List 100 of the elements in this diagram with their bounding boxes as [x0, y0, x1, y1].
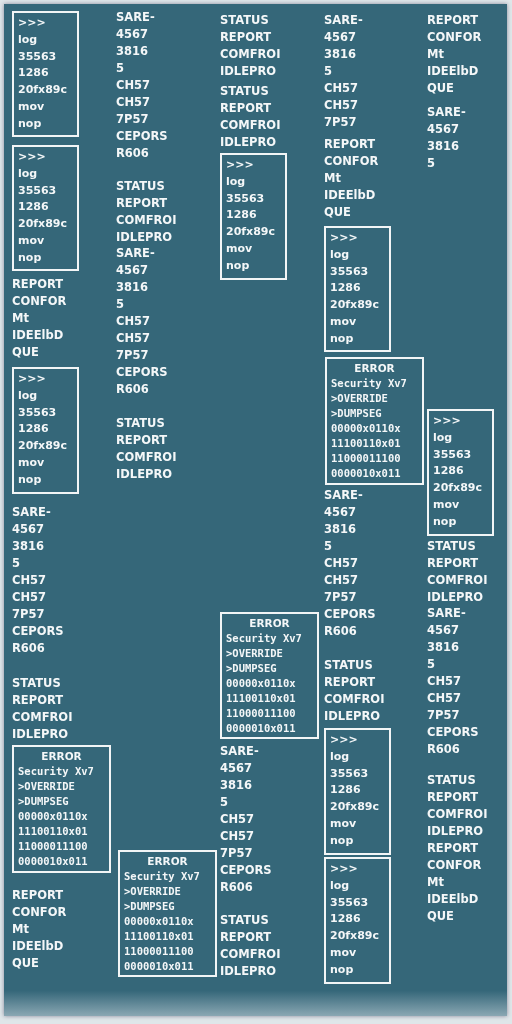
code-text: R606	[116, 146, 149, 160]
code-line: log	[18, 388, 38, 402]
code-line: >>>	[330, 231, 358, 244]
code-text: R606	[427, 742, 460, 756]
code-line: log	[330, 878, 350, 892]
code-line: >OVERRIDE	[18, 780, 75, 792]
code-text: STATUS	[220, 13, 269, 27]
code-text: STATUS	[116, 416, 165, 430]
code-line: 35563	[18, 49, 57, 63]
code-line: log	[226, 174, 246, 188]
code-line: mov	[433, 498, 460, 511]
code-text: STATUS	[220, 84, 269, 98]
code-line: 35563	[330, 264, 369, 278]
code-text: REPORT	[427, 556, 479, 570]
code-line: 20fx89c	[330, 298, 380, 312]
code-text: COMFROI	[220, 118, 281, 132]
code-text: SARE-	[427, 105, 466, 119]
code-text: IDLEPRO	[116, 467, 173, 481]
code-line: >>>	[18, 16, 46, 29]
code-text: 4567	[116, 27, 148, 41]
code-text: 3816	[116, 44, 148, 58]
code-text: CH57	[116, 95, 151, 109]
code-line: 1286	[18, 200, 49, 214]
code-text: SARE-	[324, 488, 363, 502]
code-line: 0000010x011	[226, 722, 296, 734]
terminal-panel	[12, 11, 79, 137]
code-line: Security Xv7	[124, 870, 200, 882]
code-line: nop	[18, 472, 42, 486]
code-line: 1286	[330, 281, 361, 295]
code-line: nop	[330, 962, 354, 976]
terminal-panel	[324, 857, 391, 984]
error-panel	[220, 612, 319, 739]
code-line: 20fx89c	[226, 225, 276, 239]
code-line: >>>	[330, 733, 358, 746]
code-line: nop	[433, 514, 457, 528]
code-text: REPORT	[324, 137, 376, 151]
error-panel	[118, 850, 217, 977]
code-line: nop	[226, 258, 250, 272]
code-line: 11100110x01	[124, 930, 194, 942]
code-text: REPORT	[116, 433, 168, 447]
code-text: CEPORS	[116, 365, 168, 379]
code-text: COMFROI	[427, 807, 488, 821]
code-line: nop	[18, 116, 42, 130]
code-text: IDEElbD	[12, 328, 64, 342]
code-text: 7P57	[116, 348, 149, 362]
code-text: Mt	[12, 922, 29, 936]
code-line: >>>	[226, 158, 254, 171]
code-text: CEPORS	[220, 863, 272, 877]
code-line: >OVERRIDE	[124, 885, 181, 897]
code-text: 7P57	[116, 112, 149, 126]
code-line: 20fx89c	[330, 929, 380, 943]
code-line: mov	[18, 100, 45, 113]
code-text: 4567	[427, 623, 459, 637]
code-text: SARE-	[12, 505, 51, 519]
code-line: 35563	[18, 183, 57, 197]
code-text: REPORT	[12, 693, 64, 707]
code-text: CEPORS	[324, 607, 376, 621]
code-line: 11000011100	[226, 707, 296, 719]
code-text: CEPORS	[12, 624, 64, 638]
code-text: COMFROI	[220, 947, 281, 961]
code-line: >OVERRIDE	[226, 647, 283, 659]
code-text: CH57	[427, 674, 462, 688]
code-text: REPORT	[12, 888, 64, 902]
code-line: 00000x0110x	[331, 422, 401, 434]
code-text: 3816	[427, 139, 459, 153]
code-text: CH57	[324, 573, 359, 587]
code-line: Security Xv7	[331, 377, 407, 389]
code-line: >OVERRIDE	[331, 392, 388, 404]
code-line: 20fx89c	[18, 217, 68, 231]
code-text: 5	[220, 795, 228, 809]
code-line: 35563	[18, 405, 57, 419]
code-text: STATUS	[324, 658, 373, 672]
code-line: >>>	[18, 150, 46, 163]
code-text: COMFROI	[220, 47, 281, 61]
code-text: CH57	[220, 829, 255, 843]
code-text: 7P57	[324, 590, 357, 604]
code-text: 3816	[12, 539, 44, 553]
code-text: Mt	[12, 311, 29, 325]
code-text: STATUS	[427, 773, 476, 787]
code-text: REPORT	[220, 101, 272, 115]
code-text: CONFOR	[12, 905, 67, 919]
code-line: 1286	[330, 912, 361, 926]
code-line: >>>	[18, 372, 46, 385]
code-text: REPORT	[12, 277, 64, 291]
code-text: IDEElbD	[324, 188, 376, 202]
code-line: 11000011100	[331, 452, 401, 464]
code-text: Mt	[324, 171, 341, 185]
code-text: SARE-	[324, 13, 363, 27]
code-text: CH57	[12, 590, 47, 604]
code-line: 1286	[18, 422, 49, 436]
code-line: mov	[330, 315, 357, 328]
code-text: CH57	[116, 314, 151, 328]
error-panel	[325, 357, 424, 485]
code-line: mov	[330, 946, 357, 959]
code-line: nop	[18, 250, 42, 264]
code-line: log	[330, 247, 350, 261]
code-text: QUE	[427, 909, 454, 923]
code-text: 3816	[427, 640, 459, 654]
code-text: IDEElbD	[12, 939, 64, 953]
code-line: 11000011100	[124, 945, 194, 957]
